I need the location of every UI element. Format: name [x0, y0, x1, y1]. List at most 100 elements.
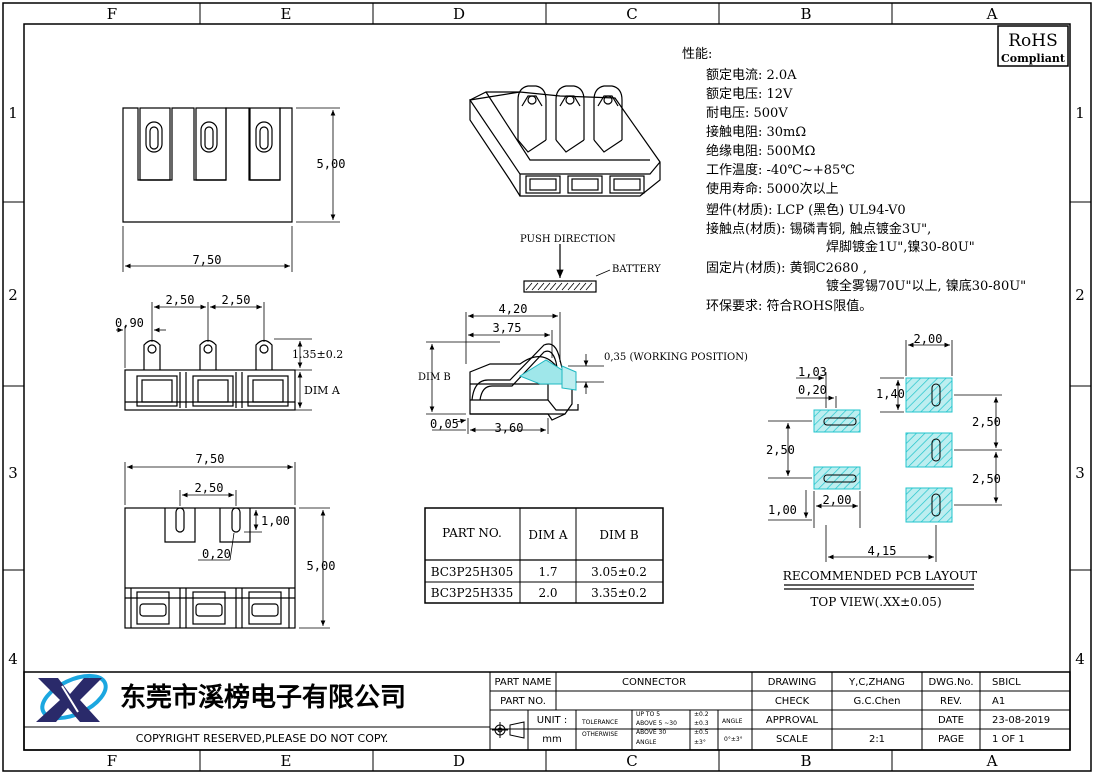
dim-front-pitch: 2,50	[166, 293, 195, 307]
row-label-left: 2	[8, 286, 18, 304]
pcb-dim: 2,00	[823, 493, 852, 507]
row-label-left: 1	[8, 104, 18, 122]
scale-value: 2:1	[869, 734, 885, 745]
col-label-top: F	[107, 5, 117, 23]
pcb-pad	[905, 432, 953, 468]
col-label-bottom: B	[800, 752, 811, 770]
iso-contact	[555, 85, 585, 153]
pcb-caption: RECOMMENDED PCB LAYOUT	[783, 569, 977, 583]
performance-spec: 性能: 额定电流: 2.0A 额定电压: 12V 耐电压: 500V 接触电阻:…	[682, 47, 1026, 314]
pcb-dim: 2,00	[914, 332, 943, 346]
scale-label: SCALE	[776, 734, 808, 745]
rohs-title: RoHS	[1008, 31, 1058, 51]
pcb-pad	[905, 377, 953, 413]
spec-line: 镀全雾锡70U"以上, 镍底30-80U"	[826, 278, 1026, 294]
tol-range: ABOVE 30	[636, 729, 666, 736]
table-cell: BC3P25H305	[431, 565, 514, 579]
dim-bottom-slot-width: 0,20	[202, 547, 231, 561]
col-label-top: E	[281, 5, 292, 23]
col-label-top: D	[453, 5, 465, 23]
side-view	[426, 312, 604, 434]
dim-bottom-pitch: 2,50	[195, 481, 224, 495]
pcb-pad	[905, 487, 953, 523]
pcb-layout: 2,00 1,03 0,20 1,40 2,50 2,50 2,50 1,00 …	[766, 332, 1002, 609]
rev-value: A1	[992, 696, 1005, 707]
page-label: PAGE	[938, 734, 964, 745]
pcb-dim: 4,15	[868, 544, 897, 558]
table-header: DIM B	[599, 528, 638, 542]
table-cell: 2.0	[538, 586, 557, 600]
tol-range: ABOVE 5 ~30	[636, 720, 677, 727]
tol-range: UP TO 5	[636, 711, 660, 718]
date-label: DATE	[938, 715, 964, 726]
front-contact	[199, 339, 217, 370]
drawing-by: Y,C,ZHANG	[848, 677, 905, 688]
spec-line: 塑件(材质): LCP (黑色) UL94-V0	[706, 202, 906, 218]
rohs-mark: RoHS Compliant	[997, 25, 1069, 67]
table-header: PART NO.	[442, 526, 502, 540]
spec-line: 使用寿命: 5000次以上	[706, 181, 839, 197]
part-number-table: PART NO. DIM A DIM B BC3P25H305 1.7 3.05…	[424, 507, 664, 604]
col-label-bottom: D	[453, 752, 465, 770]
frame-labels: F E D C B A F E D C B A 1 2 3 4 1 2 3 4	[8, 5, 1085, 770]
rev-label: REV.	[940, 696, 962, 707]
top-contact	[249, 107, 281, 181]
table-cell: 3.35±0.2	[591, 586, 647, 600]
dim-side-base-w: 3,60	[495, 421, 524, 435]
title-block: 东莞市溪榜电子有限公司 COPYRIGHT RESERVED,PLEASE DO…	[23, 671, 1071, 751]
projection-symbol-icon	[492, 721, 525, 739]
spec-line: 工作温度: -40℃~+85℃	[706, 162, 855, 178]
approval-label: APPROVAL	[766, 715, 819, 726]
spec-line: 焊脚镀金1U",镍30-80U"	[826, 239, 975, 255]
spec-line: 固定片(材质): 黄铜C2680 ,	[706, 261, 867, 276]
tol-value: ±0.5	[694, 729, 709, 736]
col-label-top: A	[986, 5, 998, 23]
dim-top-width: 7,50	[193, 253, 222, 267]
isometric-view	[468, 85, 661, 197]
dim-side-dim-b: DIM B	[418, 372, 451, 383]
push-direction-label: PUSH DIRECTION	[520, 234, 616, 245]
page-value: 1 OF 1	[992, 734, 1025, 745]
iso-contact	[593, 85, 623, 153]
spec-line: 接触电阻: 30mΩ	[706, 124, 806, 140]
col-label-bottom: C	[626, 752, 637, 770]
battery-label: BATTERY	[612, 264, 661, 275]
front-view	[116, 302, 312, 411]
row-label-right: 3	[1075, 464, 1085, 482]
row-label-left: 4	[8, 650, 18, 668]
part-name-value: CONNECTOR	[622, 677, 686, 688]
dwg-no: SBICL	[992, 677, 1021, 688]
pcb-dim: 1,40	[876, 387, 905, 401]
row-label-left: 3	[8, 464, 18, 482]
bottom-view	[124, 462, 330, 629]
tol-angle-value: ±3°	[694, 739, 706, 746]
col-label-top: B	[800, 5, 811, 23]
dim-bottom-width: 7,50	[196, 452, 225, 466]
tol-value: ±0.3	[694, 720, 709, 727]
spec-line: 额定电压: 12V	[706, 87, 793, 102]
spec-line: 环保要求: 符合ROHS限值。	[706, 298, 872, 314]
col-label-bottom: E	[281, 752, 292, 770]
dim-front-dim-a: DIM A	[304, 384, 341, 397]
row-label-right: 2	[1075, 286, 1085, 304]
dim-side-overall: 4,20	[499, 302, 528, 316]
col-label-bottom: F	[107, 752, 117, 770]
tol-value: ±0.2	[694, 711, 709, 718]
tolerance-label: TOLERANCE	[581, 719, 618, 726]
spec-line: 耐电压: 500V	[706, 106, 788, 121]
pcb-dim: 2,50	[972, 472, 1001, 486]
drawing-label: DRAWING	[768, 677, 817, 688]
check-by: G.C.Chen	[854, 696, 901, 707]
pcb-dim: 1,00	[768, 503, 797, 517]
iso-contact	[517, 85, 547, 153]
pcb-dim: 1,03	[798, 365, 827, 379]
front-contact	[255, 339, 273, 370]
dwg-label: DWG.No.	[928, 677, 973, 688]
angle-tolerance: 0°±3°	[724, 736, 743, 743]
front-contact	[143, 339, 161, 370]
pcb-dim: 2,50	[766, 443, 795, 457]
dim-side-base-h: 0,05	[430, 417, 459, 431]
company-name: 东莞市溪榜电子有限公司	[120, 682, 406, 713]
spec-heading: 性能:	[682, 47, 712, 62]
